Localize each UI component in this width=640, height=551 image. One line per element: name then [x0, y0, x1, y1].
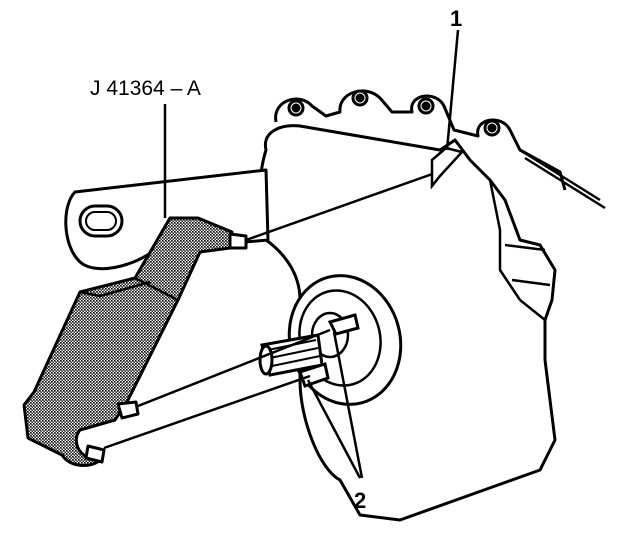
alignment-lines: [103, 170, 439, 450]
callout-2-leader-a: [332, 331, 364, 479]
callout-2-leader-b: [306, 379, 362, 479]
case-slot: [430, 146, 465, 190]
selector-tang-lower: [298, 362, 330, 388]
case-mounting-bosses: [274, 89, 567, 191]
tool-label: J 41364 – A: [90, 77, 201, 100]
shaft-boss: [258, 274, 403, 406]
selector-tang-upper: [327, 313, 360, 336]
transmission-case: [257, 89, 606, 522]
callout-1: 1: [450, 6, 463, 31]
callout-2: 2: [354, 488, 367, 513]
callout-1-leader: [445, 29, 460, 151]
callout-leaders: [163, 29, 460, 479]
alignment-tool: [22, 216, 248, 467]
